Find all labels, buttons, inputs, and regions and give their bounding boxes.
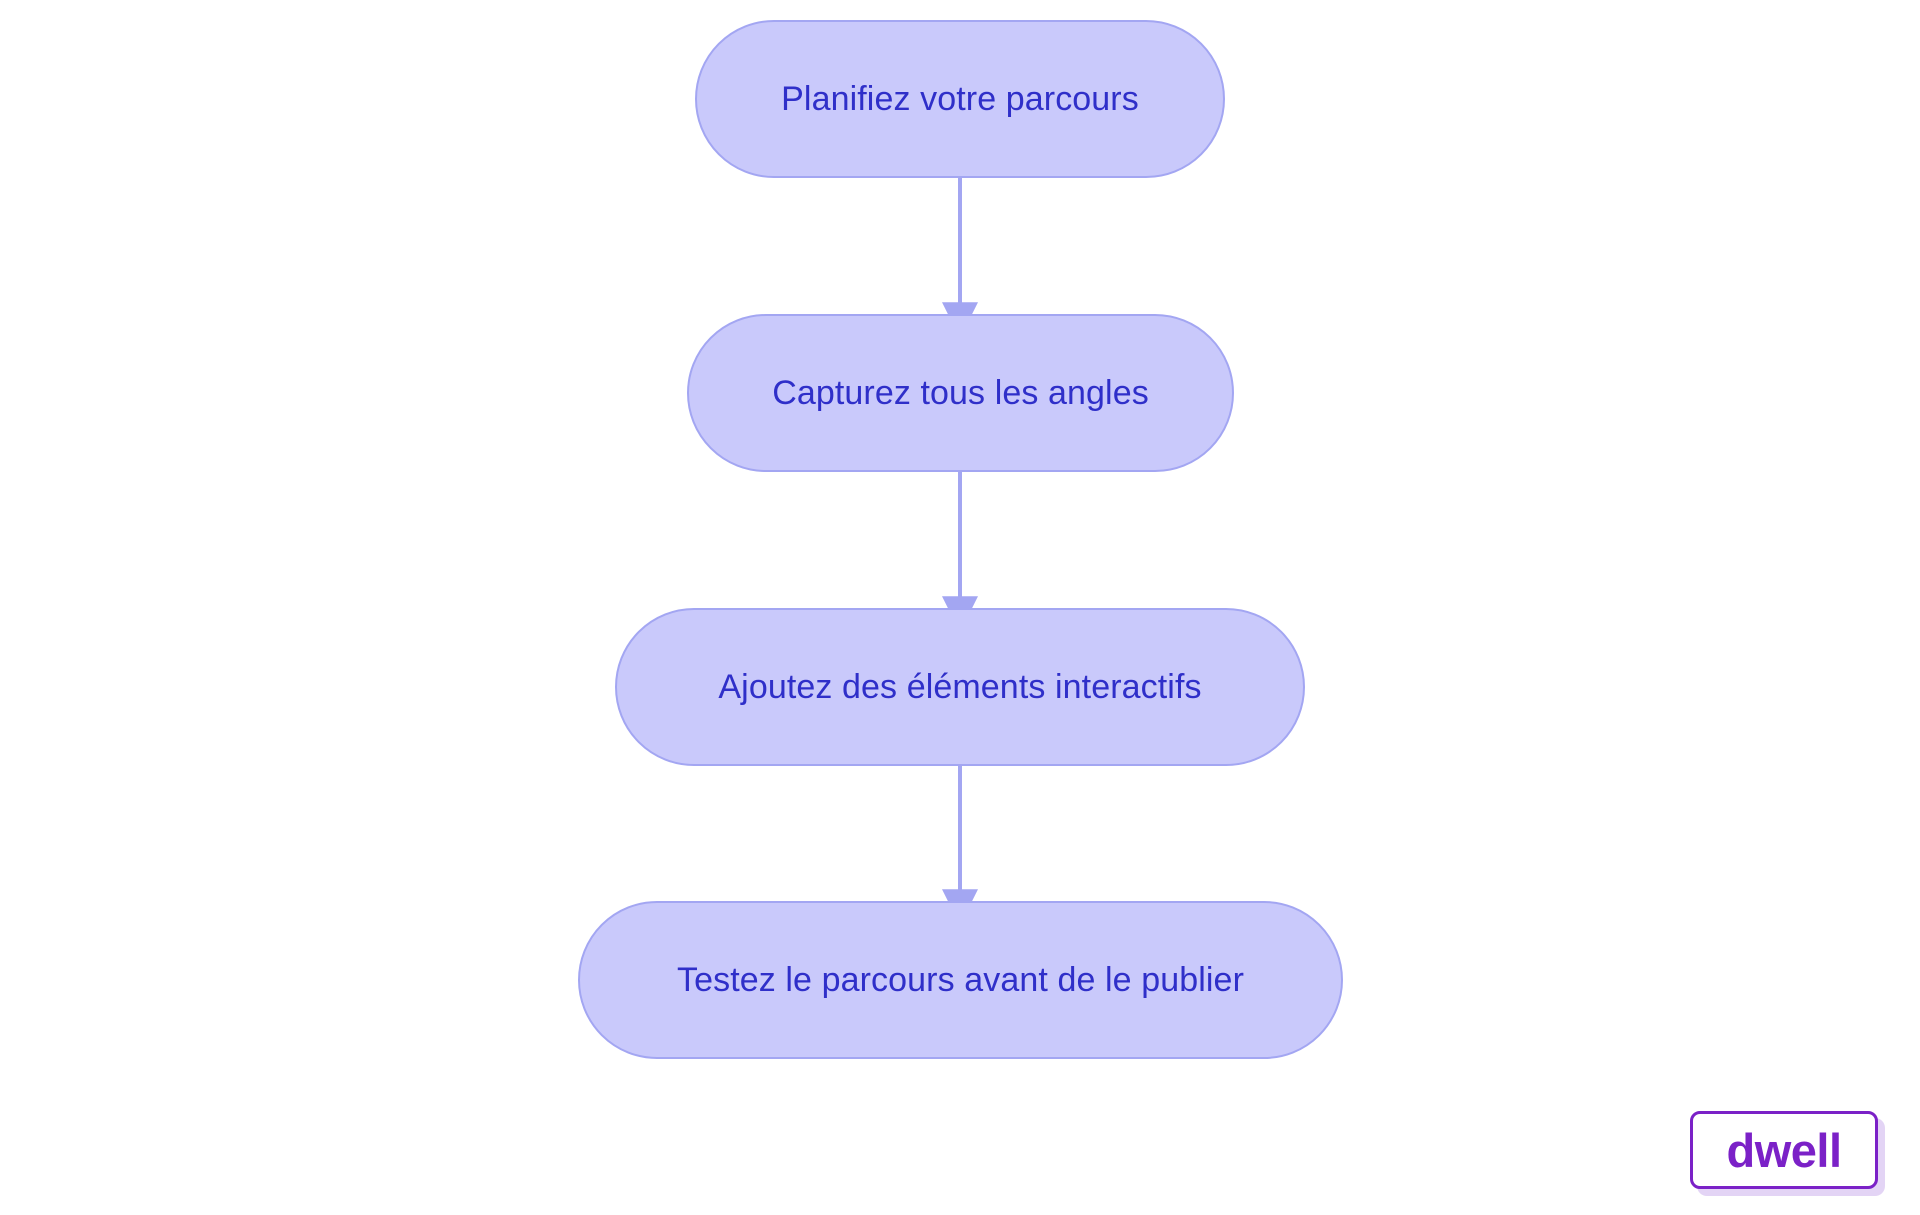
- flow-node-label: Ajoutez des éléments interactifs: [718, 667, 1202, 706]
- flow-node-label: Testez le parcours avant de le publier: [676, 960, 1244, 999]
- flow-node-label: Planifiez votre parcours: [781, 79, 1139, 118]
- flow-node-label: Capturez tous les angles: [772, 373, 1149, 412]
- flow-node-step-2[interactable]: Capturez tous les angles: [687, 314, 1234, 472]
- flow-node-step-4[interactable]: Testez le parcours avant de le publier: [578, 901, 1343, 1059]
- brand-logo-dwell: dwell: [1690, 1111, 1878, 1189]
- brand-logo-text: dwell: [1726, 1123, 1842, 1177]
- flow-node-step-3[interactable]: Ajoutez des éléments interactifs: [615, 608, 1305, 766]
- flow-node-step-1[interactable]: Planifiez votre parcours: [695, 20, 1225, 178]
